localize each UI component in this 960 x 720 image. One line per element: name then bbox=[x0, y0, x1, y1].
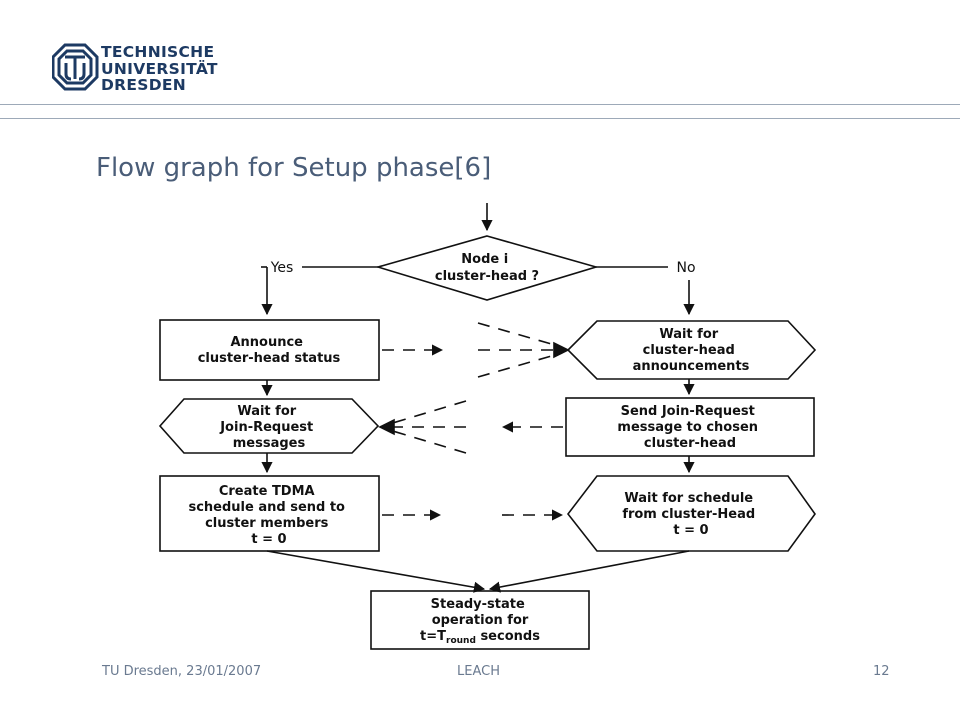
wait-announce-line-2: cluster-head bbox=[643, 343, 735, 358]
announce-status-text: Announce cluster-head status bbox=[198, 335, 341, 366]
steady-state-text: Steady-state operation for bbox=[431, 597, 530, 628]
wait-join-line-2: Join-Request bbox=[219, 420, 313, 435]
wait-announce-line-3: announcements bbox=[633, 359, 750, 374]
university-wordmark: TECHNISCHE UNIVERSITÄT DRESDEN bbox=[101, 44, 218, 94]
join-request-lines bbox=[385, 400, 563, 454]
steady-line-3-subscript: round bbox=[446, 636, 476, 646]
header-divider-top bbox=[0, 104, 960, 105]
steady-line-3: t=Tround seconds bbox=[420, 629, 540, 646]
tdma-line-2: schedule and send to bbox=[188, 500, 345, 515]
merge-line-left bbox=[266, 550, 486, 593]
join-request-arrowhead bbox=[378, 418, 395, 436]
tu-emblem-icon bbox=[52, 43, 99, 91]
steady-state-box bbox=[370, 590, 590, 650]
decision-text: Node i cluster-head ? bbox=[435, 252, 539, 284]
create-tdma-text: Create TDMA schedule and send to cluster… bbox=[188, 484, 349, 547]
wait-announce-line-1: Wait for bbox=[659, 327, 718, 342]
steady-line-3-prefix: t=T bbox=[420, 629, 446, 644]
footer-date: TU Dresden, 23/01/2007 bbox=[102, 664, 262, 679]
setup-phase-flowchart: Yes No Node i cluster-head ? Announce cl… bbox=[158, 203, 817, 650]
footer-page-number: 12 bbox=[873, 664, 890, 679]
wordmark-line-1: TECHNISCHE bbox=[101, 43, 215, 61]
announce-status-box bbox=[159, 319, 380, 381]
decision-line-1: Node i bbox=[461, 252, 508, 267]
wait-schedule-line-2: from cluster-Head bbox=[622, 507, 755, 522]
create-tdma-box bbox=[159, 475, 380, 552]
decision-line-2: cluster-head ? bbox=[435, 269, 539, 284]
wait-join-line-1: Wait for bbox=[237, 404, 296, 419]
tdma-line-1: Create TDMA bbox=[219, 484, 315, 499]
send-join-request-box bbox=[565, 397, 815, 457]
tdma-line-3: cluster members bbox=[205, 516, 329, 531]
merge-line-right bbox=[488, 550, 690, 593]
broadcast-dash-lower bbox=[477, 352, 563, 378]
send-join-line-3: cluster-head bbox=[644, 436, 736, 451]
send-join-line-1: Send Join-Request bbox=[621, 404, 755, 419]
wordmark-line-2: UNIVERSITÄT bbox=[101, 59, 218, 78]
header-divider-bottom bbox=[0, 118, 960, 119]
slide-title: Flow graph for Setup phase[6] bbox=[96, 153, 492, 183]
join-dash-lower bbox=[385, 428, 467, 454]
broadcast-dash-upper bbox=[477, 322, 563, 348]
steady-line-3-suffix: seconds bbox=[476, 629, 540, 644]
wait-join-request-hexagon bbox=[158, 398, 380, 454]
tu-dresden-logo bbox=[52, 43, 99, 91]
decision-diamond bbox=[375, 235, 599, 301]
announce-line-1: Announce bbox=[230, 335, 303, 350]
broadcast-arrowhead bbox=[553, 341, 570, 359]
send-join-request-text: Send Join-Request message to chosen clus… bbox=[617, 404, 762, 451]
footer-topic: LEACH bbox=[457, 664, 500, 679]
wait-schedule-line-3: t = 0 bbox=[673, 523, 708, 538]
send-join-line-2: message to chosen bbox=[617, 420, 758, 435]
tdma-line-4: t = 0 bbox=[251, 532, 286, 547]
wait-schedule-line-1: Wait for schedule bbox=[624, 491, 753, 506]
wait-schedule-text: Wait for schedule from cluster-Head t = … bbox=[622, 491, 759, 538]
steady-line-1: Steady-state bbox=[431, 597, 525, 612]
wait-join-line-3: messages bbox=[233, 436, 306, 451]
wait-announcements-text: Wait for cluster-head announcements bbox=[633, 327, 750, 374]
wordmark-line-3: DRESDEN bbox=[101, 76, 187, 94]
wait-schedule-hexagon bbox=[566, 475, 816, 552]
wait-join-request-text: Wait for Join-Request messages bbox=[219, 404, 318, 451]
steady-line-2: operation for bbox=[432, 613, 529, 628]
announcement-broadcast-lines bbox=[382, 322, 563, 378]
yes-label: Yes bbox=[270, 260, 294, 276]
announce-line-2: cluster-head status bbox=[198, 351, 341, 366]
no-label: No bbox=[676, 260, 695, 276]
join-dash-upper bbox=[385, 400, 467, 426]
